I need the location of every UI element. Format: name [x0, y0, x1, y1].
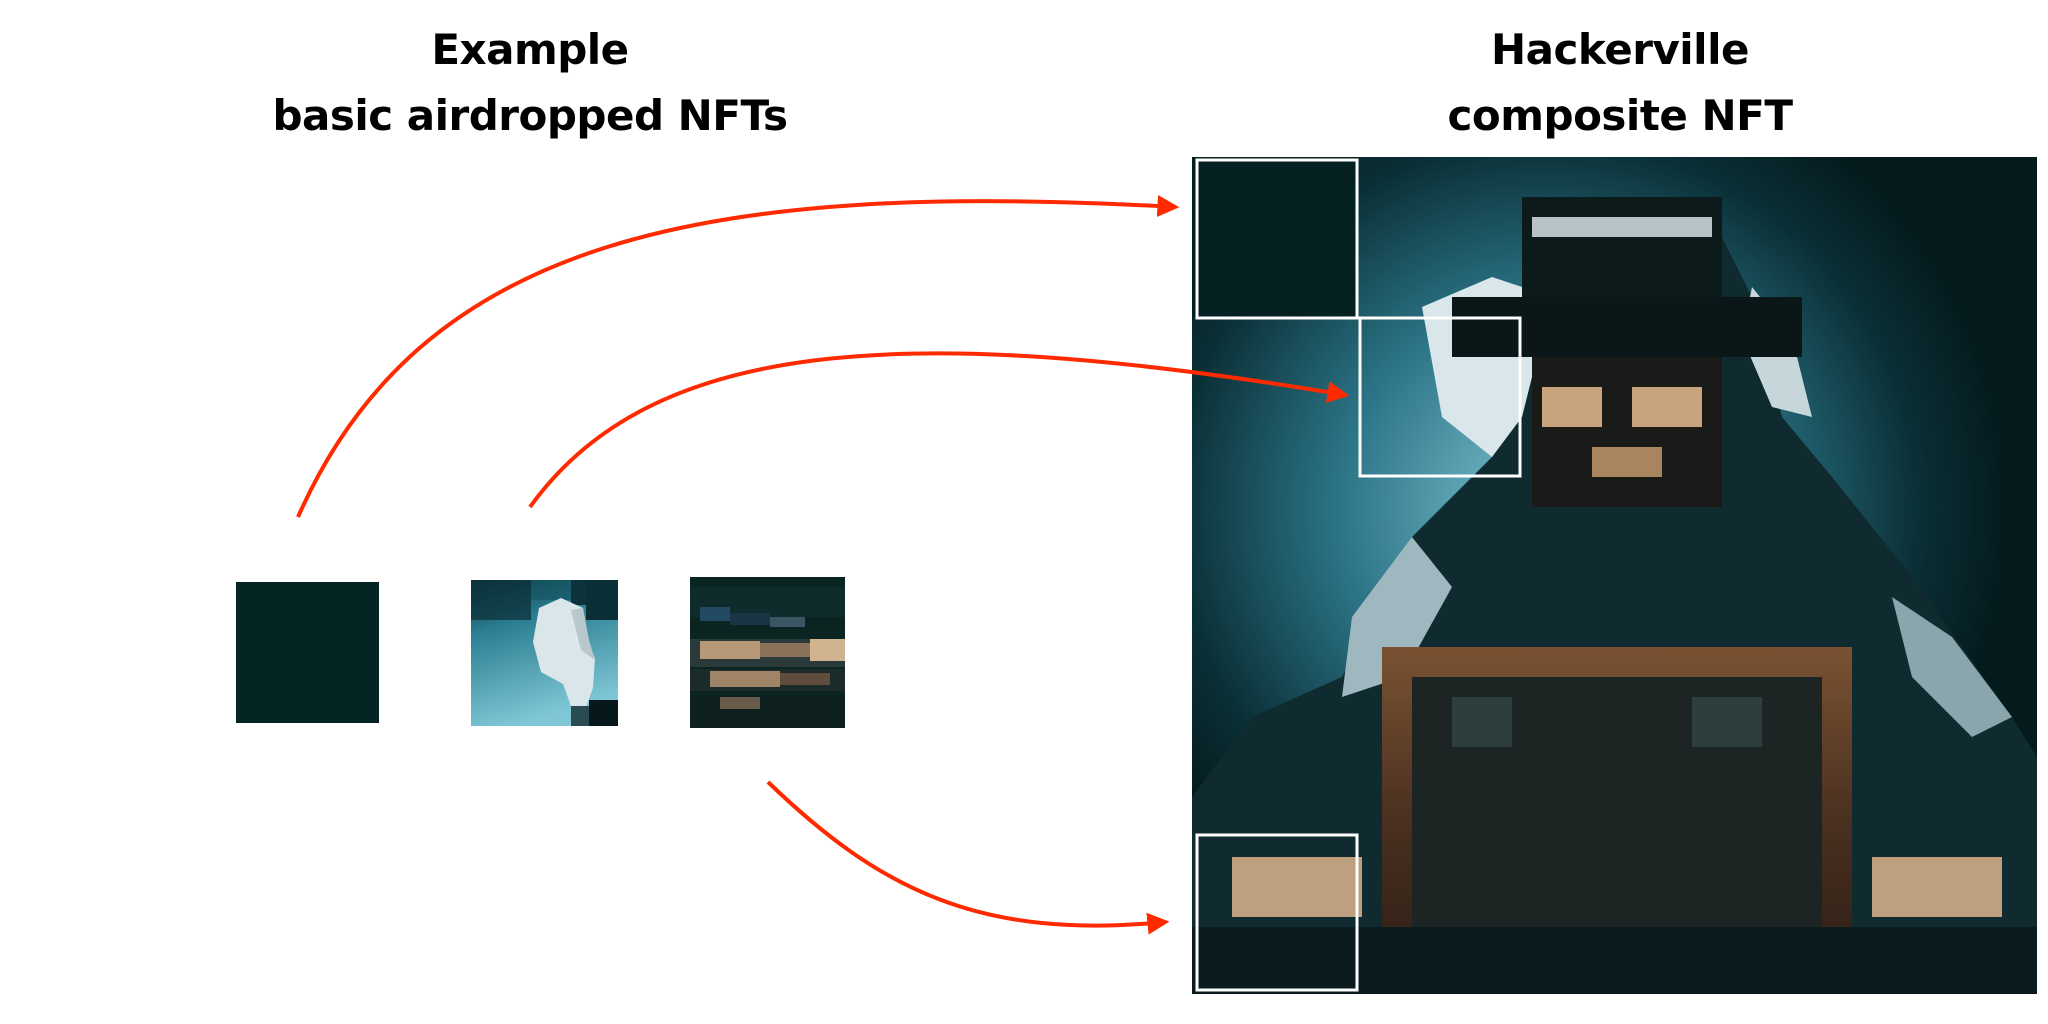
right-heading-line2: composite NFT [1447, 91, 1793, 140]
left-heading-line1: Example [431, 25, 629, 74]
nft-tile-hood [471, 580, 618, 726]
composite-highlight-bottom-left [1195, 833, 1359, 992]
composite-highlight-upper-middle [1358, 316, 1522, 478]
right-heading-line1: Hackerville [1491, 25, 1749, 74]
composite-highlight-top-left [1195, 158, 1359, 320]
nft-tile-hands [690, 577, 845, 728]
arrow-hands-tile-to-bottom-left [766, 780, 1170, 935]
right-heading: Hackerville composite NFT [1440, 17, 1800, 149]
composite-nft-image [1192, 157, 2037, 994]
nft-tile-dark [236, 582, 379, 723]
arrow-dark-tile-to-top-left [296, 195, 1180, 518]
arrow-hood-tile-to-upper-middle [528, 351, 1350, 509]
left-heading-line2: basic airdropped NFTs [272, 91, 788, 140]
left-heading: Example basic airdropped NFTs [260, 17, 800, 149]
